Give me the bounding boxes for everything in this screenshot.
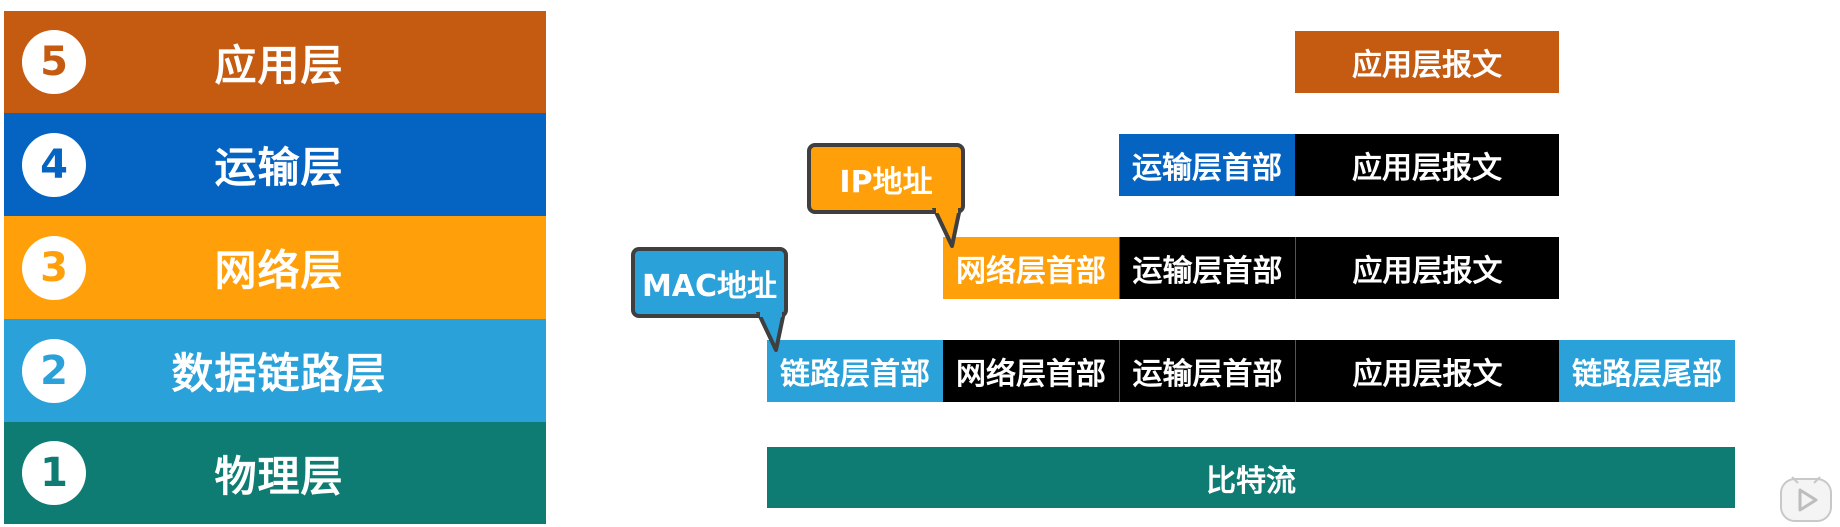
play-icon[interactable] [1778,473,1834,525]
layer-name: 应用层 [214,40,344,90]
layer-number-badge: 3 [22,235,86,300]
app-message-block: 应用层报文 [1295,134,1559,196]
layer-number-badge: 4 [22,132,86,197]
app-message-block: 应用层报文 [1295,237,1559,299]
layer-name: 网络层 [214,246,344,295]
layer-number-badge: 2 [22,338,86,403]
layer-application: 5 应用层 [4,11,546,113]
bitstream-block: 比特流 [767,447,1735,508]
layer-name: 运输层 [214,143,344,192]
app-message-block: 应用层报文 [1295,31,1559,93]
transport-header-block: 运输层首部 [1119,237,1295,299]
network-header-block: 网络层首部 [943,340,1119,402]
layer-transport: 4 运输层 [4,113,546,216]
link-trailer-block: 链路层尾部 [1559,340,1735,402]
layer-physical: 1 物理层 [4,422,546,524]
layer-number-badge: 1 [22,441,86,505]
mac-address-callout: MAC地址 [631,247,788,318]
layer-number-badge: 5 [22,30,86,94]
ip-address-callout: IP地址 [807,143,965,214]
app-message-block: 应用层报文 [1295,340,1559,402]
ip-callout-pointer [932,208,962,248]
transport-header-block: 运输层首部 [1119,134,1295,196]
layer-name: 物理层 [214,451,344,501]
layer-name: 数据链路层 [171,349,387,398]
layer-datalink: 2 数据链路层 [4,319,546,422]
link-header-block: 链路层首部 [767,340,943,402]
mac-callout-pointer [756,312,786,352]
transport-header-block: 运输层首部 [1119,340,1295,402]
network-header-block: 网络层首部 [943,237,1119,299]
layer-network: 3 网络层 [4,216,546,319]
